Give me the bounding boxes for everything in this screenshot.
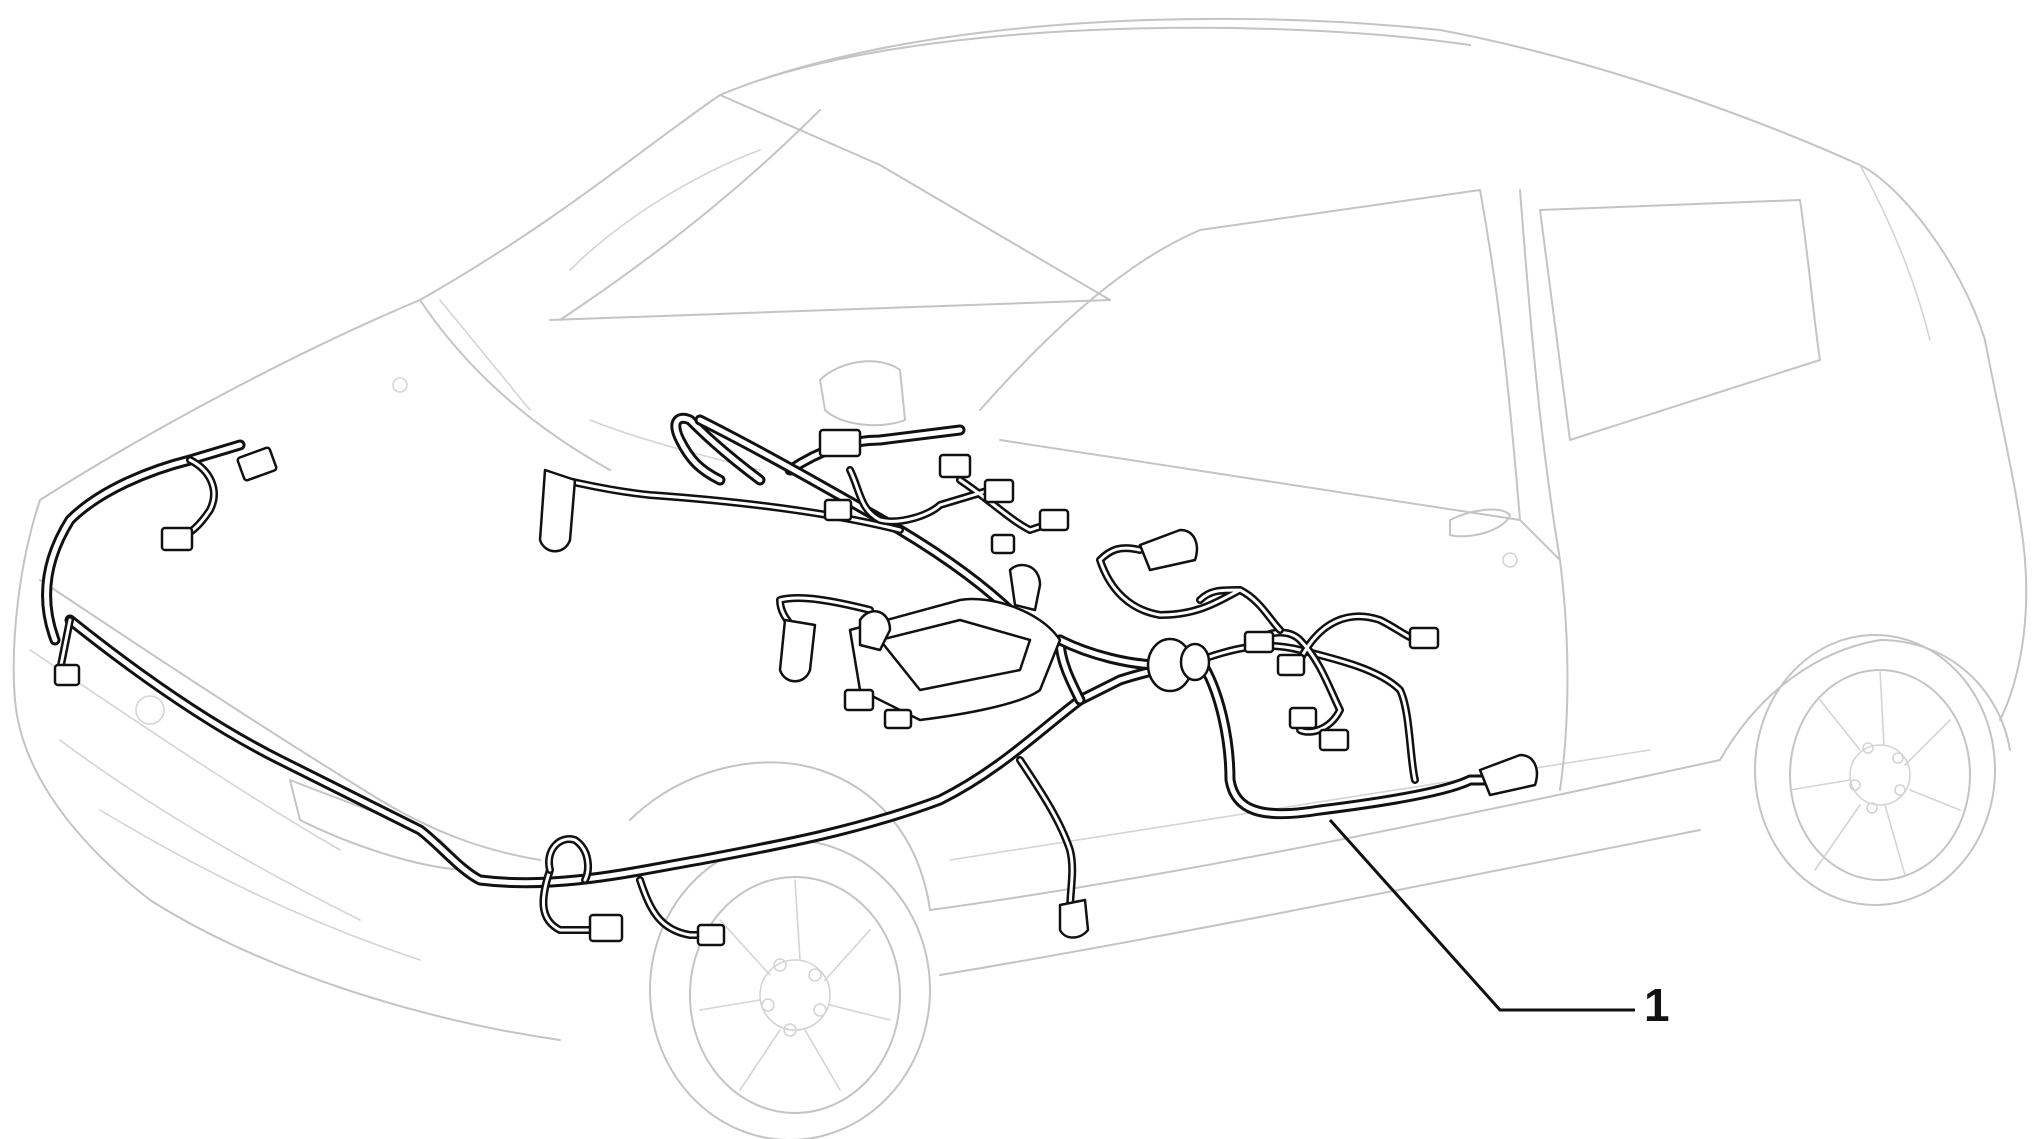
callout-leader-line — [1328, 818, 1635, 1012]
harness-connectors — [53, 428, 1539, 947]
car-body-outline — [12, 17, 2028, 1139]
wiring-harness-1 — [41, 412, 1506, 939]
callout-label-1: 1 — [1644, 979, 1670, 1031]
